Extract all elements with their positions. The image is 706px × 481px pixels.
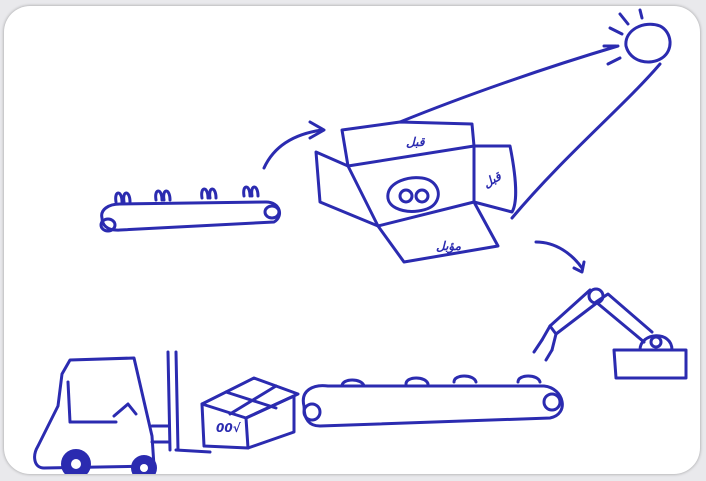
forklift [33, 350, 212, 474]
carton-mark: 00√ [216, 421, 242, 435]
sun-rays [398, 44, 662, 220]
slide-canvas: قبل قبل مؤبل 00√ [4, 6, 700, 474]
box-lid-label: قبل [406, 135, 426, 149]
upper-conveyor [99, 185, 282, 233]
closed-carton: 00√ [200, 376, 300, 450]
lower-conveyor [301, 374, 564, 428]
open-box: قبل قبل مؤبل [314, 120, 518, 264]
arrow-to-robot [534, 240, 586, 274]
box-flap-label: قبل [481, 169, 505, 191]
robot-arm [532, 287, 688, 380]
sun-icon [602, 8, 672, 66]
box-front-label: مؤبل [436, 239, 462, 254]
hand-drawn-sketch: قبل قبل مؤبل 00√ [33, 8, 688, 474]
arrow-to-box [262, 120, 326, 170]
